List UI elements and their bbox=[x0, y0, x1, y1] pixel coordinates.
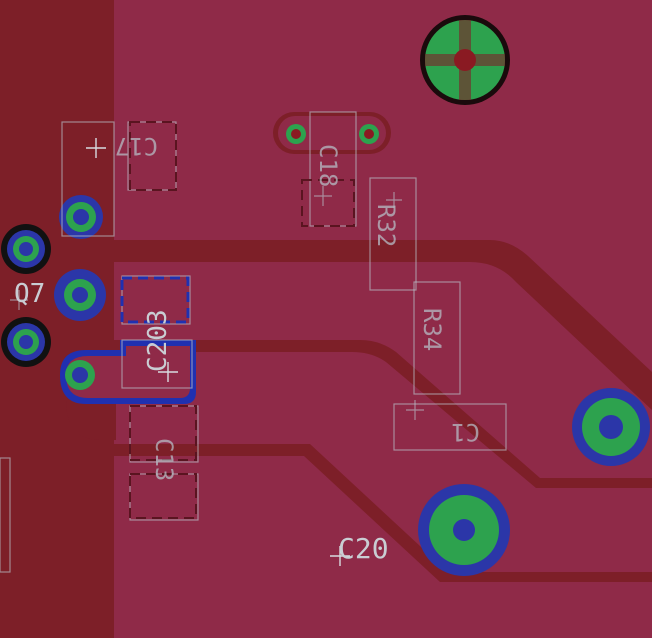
via-right bbox=[572, 388, 650, 466]
via-bottom bbox=[418, 484, 510, 576]
c203-pad bbox=[60, 340, 196, 404]
label-c20: C20 bbox=[338, 532, 389, 565]
label-c17: C17 bbox=[115, 132, 158, 160]
label-c13: C13 bbox=[150, 438, 178, 481]
label-r32: R32 bbox=[372, 204, 400, 247]
mounting-hole-top bbox=[420, 15, 510, 105]
smd-pad-marks-dark bbox=[129, 121, 355, 519]
label-c18: C18 bbox=[314, 144, 342, 187]
oval-pad-footprint bbox=[273, 112, 391, 154]
label-c1: C1 bbox=[451, 418, 480, 446]
q7-vias bbox=[1, 195, 106, 367]
smd-pad-marks bbox=[120, 276, 190, 324]
copper-pour bbox=[114, 0, 652, 638]
silkscreen-outlines bbox=[0, 111, 507, 573]
label-c203: C203 bbox=[143, 309, 173, 372]
label-q7: Q7 bbox=[14, 279, 45, 309]
label-r34: R34 bbox=[418, 308, 446, 351]
